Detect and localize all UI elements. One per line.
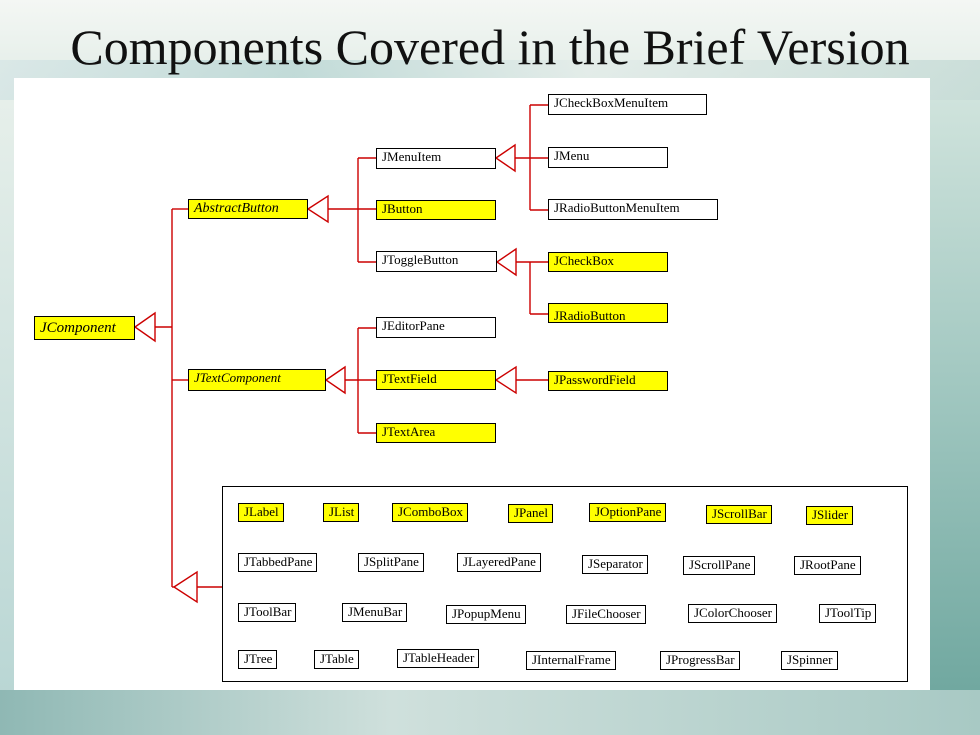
slide-background-right — [930, 100, 980, 700]
node-jmenu: JMenu — [548, 147, 668, 168]
node-jprogressbar: JProgressBar — [660, 651, 740, 670]
node-jcomponent: JComponent — [34, 316, 135, 340]
inheritance-arrow-misc-group — [172, 570, 198, 604]
node-jtooltip: JToolTip — [819, 604, 877, 623]
node-jrootpane: JRootPane — [794, 556, 861, 575]
inheritance-arrow-jmenu-item — [494, 143, 516, 173]
node-jlayeredpane: JLayeredPane — [457, 553, 541, 572]
node-abstract-button: AbstractButton — [188, 199, 308, 219]
node-jspinner: JSpinner — [781, 651, 838, 670]
node-jcombobox: JComboBox — [392, 503, 469, 522]
node-jtoolbar: JToolBar — [238, 603, 297, 622]
inheritance-arrow-jtext-component — [324, 365, 346, 395]
node-jeditor-pane: JEditorPane — [376, 317, 496, 338]
node-jpassword-field: JPasswordField — [548, 371, 668, 391]
slide-background-bottom — [0, 690, 980, 735]
node-jinternalframe: JInternalFrame — [526, 651, 616, 670]
node-jbutton: JButton — [376, 200, 496, 220]
node-jsplitpane: JSplitPane — [358, 553, 424, 572]
node-jtableheader: JTableHeader — [397, 649, 480, 668]
node-jcolorchooser: JColorChooser — [688, 604, 777, 623]
node-jtext-area: JTextArea — [376, 423, 496, 443]
node-jfilechooser: JFileChooser — [566, 605, 646, 624]
node-jscrollbar: JScrollBar — [706, 505, 772, 524]
node-jlist: JList — [323, 503, 360, 522]
node-jlabel: JLabel — [238, 503, 284, 522]
inheritance-arrow-jcomponent — [133, 311, 156, 343]
inheritance-arrow-jtext-field — [494, 365, 517, 395]
slide-title: Components Covered in the Brief Version — [70, 19, 910, 75]
inheritance-arrow-abstract-button — [306, 194, 329, 224]
node-jslider: JSlider — [806, 506, 854, 525]
node-jseparator: JSeparator — [582, 555, 648, 574]
node-jmenubar: JMenuBar — [342, 603, 408, 622]
node-jradio-button-menu-item: JRadioButtonMenuItem — [548, 199, 718, 220]
node-jscrollpane: JScrollPane — [683, 556, 756, 575]
inheritance-arrow-jtoggle-button — [495, 247, 517, 277]
node-joptionpane: JOptionPane — [589, 503, 667, 522]
node-jcheckbox: JCheckBox — [548, 252, 668, 272]
node-jtext-component: JTextComponent — [188, 369, 326, 391]
node-jmenu-item: JMenuItem — [376, 148, 496, 169]
node-jradio-button: JRadioButton — [548, 303, 668, 323]
node-jtabbedpane: JTabbedPane — [238, 553, 318, 572]
node-jtext-field: JTextField — [376, 370, 496, 390]
node-jtree: JTree — [238, 650, 278, 669]
node-jtable: JTable — [314, 650, 359, 669]
slide-background-left — [0, 100, 14, 700]
node-jcheckbox-menu-item: JCheckBoxMenuItem — [548, 94, 707, 115]
node-jpopupmenu: JPopupMenu — [446, 605, 526, 624]
node-jtoggle-button: JToggleButton — [376, 251, 497, 272]
node-jpanel: JPanel — [508, 504, 553, 523]
